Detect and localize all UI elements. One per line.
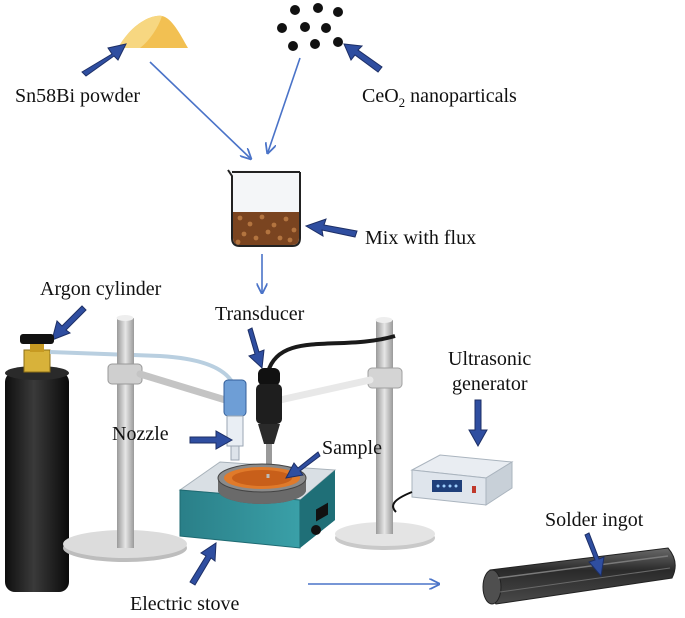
nozzle-label: Nozzle	[112, 423, 169, 445]
ultrasonic-label-line2: generator	[452, 373, 528, 395]
ultrasonic-transducer-icon	[256, 368, 282, 474]
nozzle-callout-arrow	[189, 430, 234, 450]
left-stand	[63, 315, 236, 562]
solder-label: Solder ingot	[545, 509, 644, 531]
argon-callout-arrow	[51, 305, 87, 341]
generator-callout-arrow	[468, 399, 488, 448]
transducer-callout-arrow	[247, 327, 265, 370]
mix-callout-arrow	[304, 218, 358, 238]
solder-callout-arrow	[584, 532, 605, 578]
sample-label: Sample	[322, 437, 382, 459]
right-stand	[276, 317, 435, 550]
argon-cylinder-icon	[5, 334, 69, 592]
flow-arrow-particles	[268, 57, 301, 152]
nanoparticles-icon	[277, 3, 343, 51]
ultrasonic-generator-icon	[410, 454, 514, 506]
generator-cable	[392, 491, 413, 513]
powder-callout-arrow	[81, 43, 127, 77]
ultrasonic-label-line1: Ultrasonic	[448, 348, 531, 370]
sample-dish	[217, 463, 307, 504]
transducer-cable	[266, 334, 396, 373]
solder-ingot-icon	[482, 547, 676, 605]
transducer-label: Transducer	[215, 303, 305, 325]
nanoparticles-callout-arrow	[343, 43, 383, 73]
nozzle-icon	[223, 379, 247, 461]
powder-heap-icon	[118, 15, 188, 48]
powder-label: Sn58Bi powder	[15, 85, 140, 107]
argon-label: Argon cylinder	[40, 278, 162, 300]
sample-callout-arrow	[285, 451, 321, 479]
beaker-icon	[227, 169, 301, 247]
stove-label: Electric stove	[130, 593, 240, 615]
mix-label: Mix with flux	[365, 227, 476, 249]
stove-callout-arrow	[189, 542, 217, 586]
ceo2-label: CeO2 nanoparticals	[362, 85, 517, 110]
flow-arrow-powder	[149, 61, 250, 158]
